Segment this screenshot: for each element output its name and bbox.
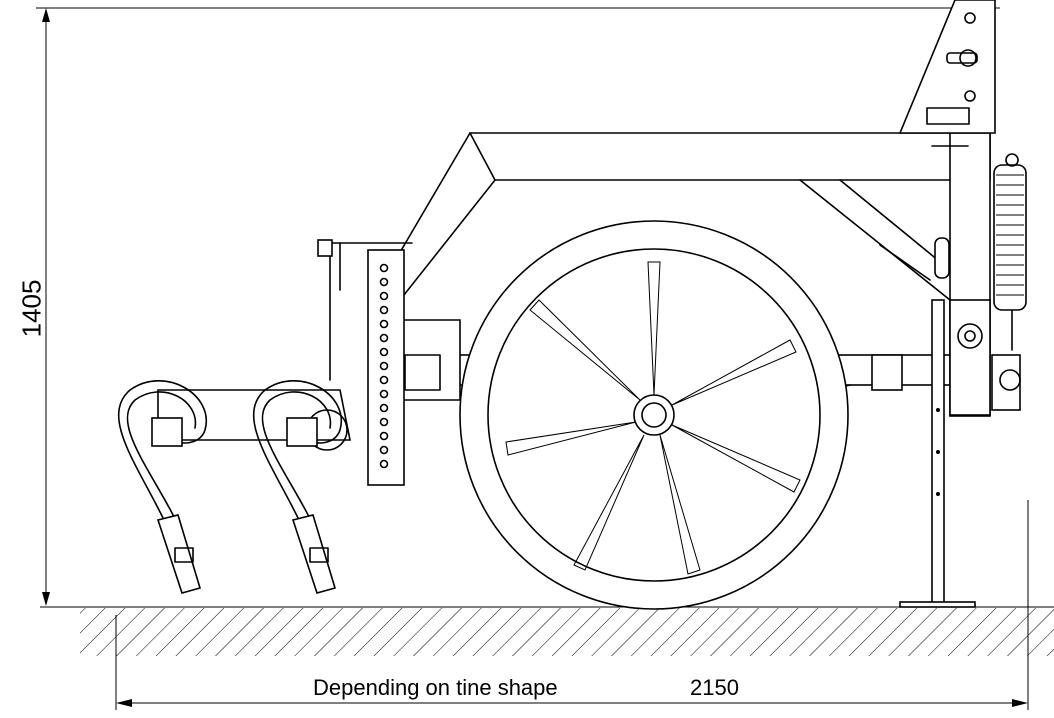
coil-spring bbox=[993, 153, 1027, 351]
ground bbox=[40, 606, 1054, 656]
height-dimension-line bbox=[36, 7, 1000, 606]
parking-stand bbox=[899, 237, 976, 608]
depth-wheel bbox=[459, 220, 849, 610]
height-dimension-label: 1405 bbox=[16, 279, 47, 338]
hitch-assembly bbox=[949, 299, 1021, 416]
spring-tine-rear bbox=[253, 379, 343, 594]
width-dimension-label: 2150 bbox=[690, 675, 739, 700]
tine-carrier-column bbox=[157, 239, 413, 486]
width-dimension-line bbox=[115, 500, 1029, 710]
spring-tine-front bbox=[118, 379, 208, 594]
tine-shape-note: Depending on tine shape bbox=[313, 675, 558, 700]
adjustment-holes bbox=[379, 263, 389, 469]
